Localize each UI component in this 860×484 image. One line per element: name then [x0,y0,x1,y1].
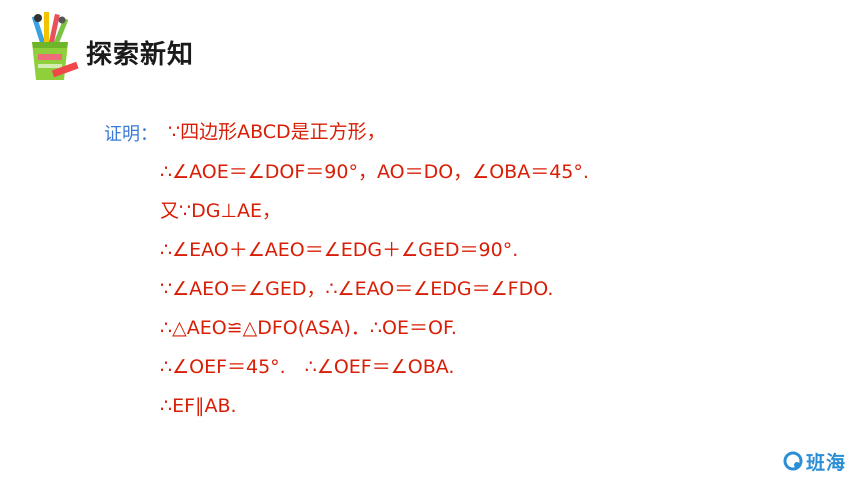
proof-line: ∴∠EAO＋∠AEO＝∠EDG＋∠GED＝90°. [160,239,519,261]
banhai-logo-icon [783,451,803,471]
header: 探索新知 [22,10,422,86]
proof-line: 又∵DG⊥AE， [160,200,281,222]
brand-logo: 班海 [782,446,846,476]
pencil-cup-icon [31,12,79,80]
proof-line: ∴△AEO≌△DFO(ASA)．∴OE＝OF. [160,317,457,339]
proof-line: ∵四边形ABCD是正方形， [168,121,386,143]
proof-line: ∴∠OEF＝45°. ∴∠OEF＝∠OBA. [160,356,455,378]
proof-line: ∵∠AEO＝∠GED，∴∠EAO＝∠EDG＝∠FDO. [160,278,554,300]
page-title: 探索新知 [86,40,195,70]
proof-label: 证明： [104,124,158,145]
proof-line: ∴EF∥AB. [160,395,237,417]
brand-name: 班海 [805,451,846,474]
proof-line: ∴∠AOE＝∠DOF＝90°，AO＝DO，∠OBA＝45°. [160,161,589,183]
